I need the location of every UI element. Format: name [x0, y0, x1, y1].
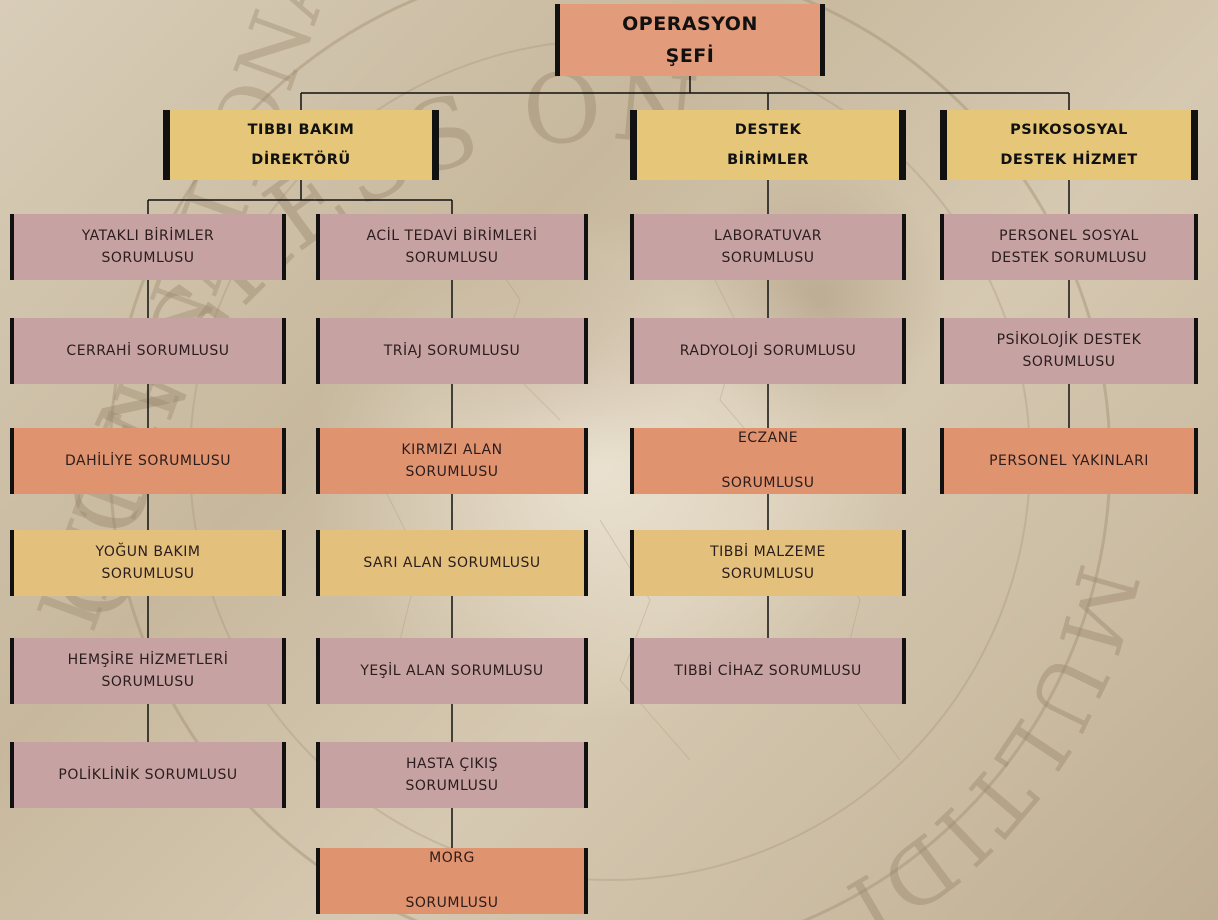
role-box: CERRAHİ SORUMLUSU	[10, 318, 286, 384]
role-box: RADYOLOJİ SORUMLUSU	[630, 318, 906, 384]
role-box: PERSONEL SOSYAL DESTEK SORUMLUSU	[940, 214, 1198, 280]
division-header-0: TIBBI BAKIM DİREKTÖRÜ	[163, 110, 439, 180]
role-box: PSİKOLOJİK DESTEK SORUMLUSU	[940, 318, 1198, 384]
role-box: PERSONEL YAKINLARI	[940, 428, 1198, 494]
division-header-1: DESTEK BİRİMLER	[630, 110, 906, 180]
role-box: ACİL TEDAVİ BİRİMLERİ SORUMLUSU	[316, 214, 588, 280]
role-box: TRİAJ SORUMLUSU	[316, 318, 588, 384]
role-box: KIRMIZI ALAN SORUMLUSU	[316, 428, 588, 494]
role-box: HASTA ÇIKIŞ SORUMLUSU	[316, 742, 588, 808]
role-box: YOĞUN BAKIM SORUMLUSU	[10, 530, 286, 596]
role-box: LABORATUVAR SORUMLUSU	[630, 214, 906, 280]
role-box: SARI ALAN SORUMLUSU	[316, 530, 588, 596]
role-box: TIBBİ MALZEME SORUMLUSU	[630, 530, 906, 596]
role-box: POLİKLİNİK SORUMLUSU	[10, 742, 286, 808]
role-box: HEMŞİRE HİZMETLERİ SORUMLUSU	[10, 638, 286, 704]
role-box: DAHİLİYE SORUMLUSU	[10, 428, 286, 494]
role-box: YATAKLI BİRİMLER SORUMLUSU	[10, 214, 286, 280]
role-box: MORG SORUMLUSU	[316, 848, 588, 914]
role-box: ECZANE SORUMLUSU	[630, 428, 906, 494]
role-box: YEŞİL ALAN SORUMLUSU	[316, 638, 588, 704]
operasyon-sefi-box: OPERASYON ŞEFİ	[555, 4, 825, 76]
division-header-2: PSIKOSOSYAL DESTEK HİZMET	[940, 110, 1198, 180]
role-box: TIBBİ CİHAZ SORUMLUSU	[630, 638, 906, 704]
